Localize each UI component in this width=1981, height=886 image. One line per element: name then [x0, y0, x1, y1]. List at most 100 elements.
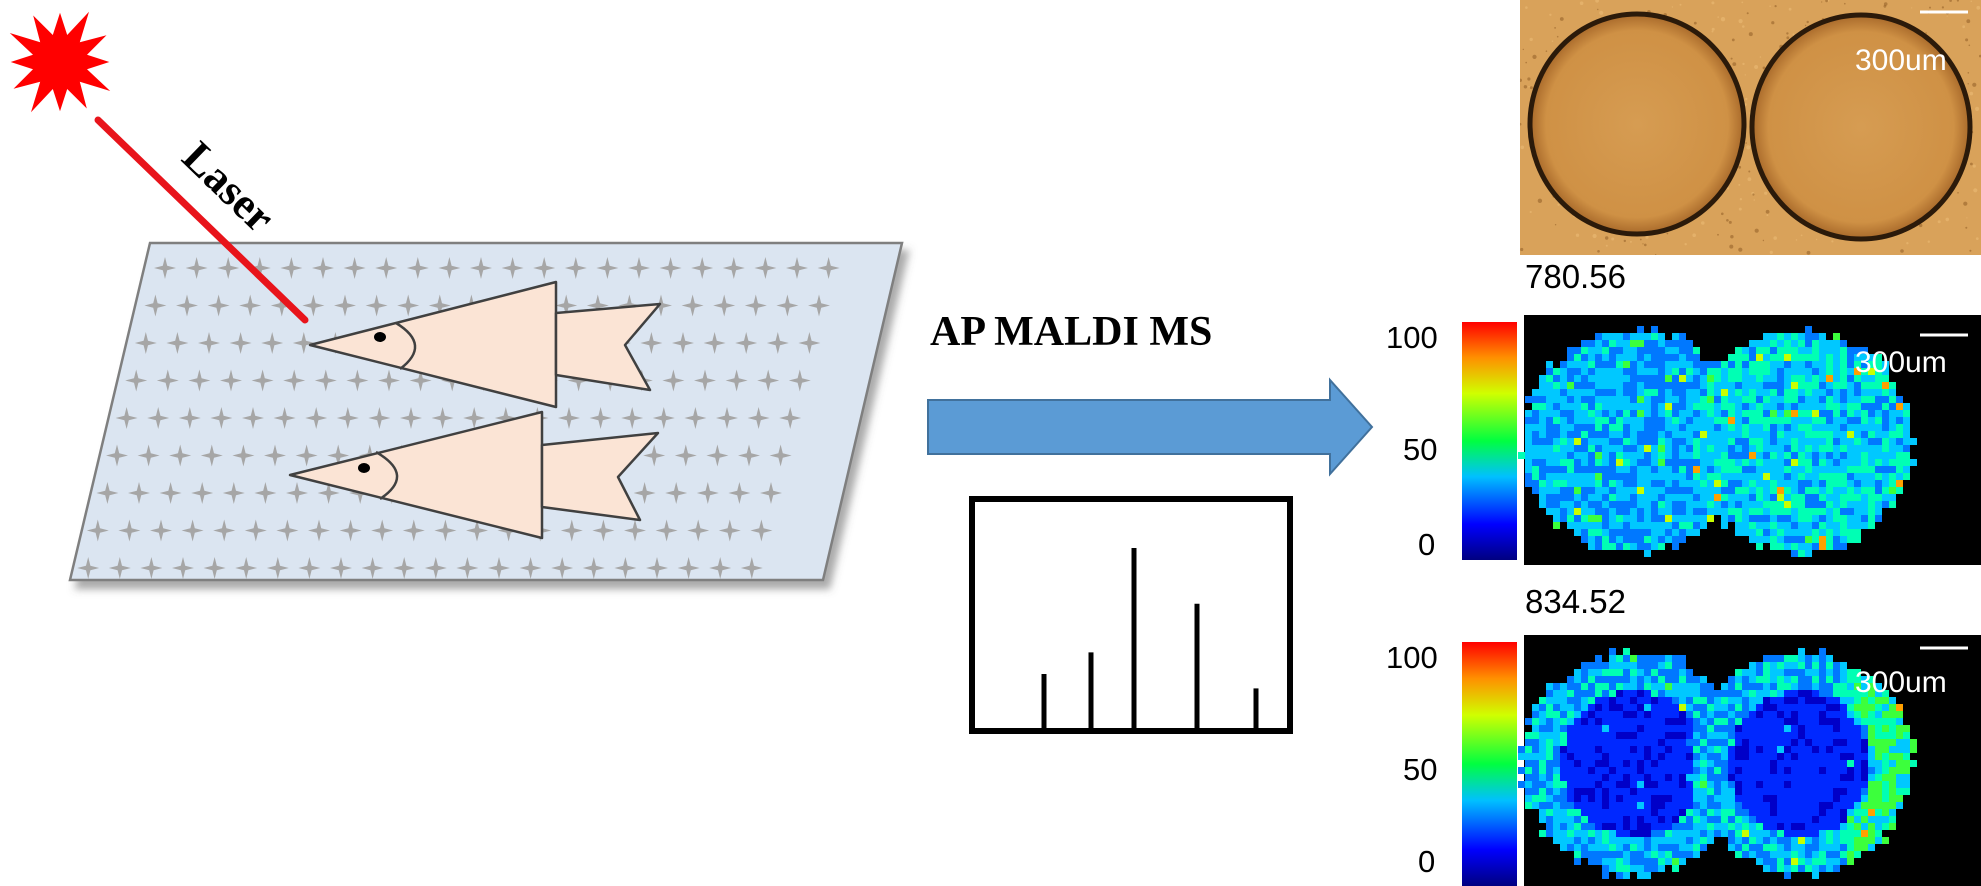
matrix-spot — [431, 407, 454, 429]
colorbar-2-tick-0: 0 — [1418, 844, 1435, 879]
matrix-spot — [178, 407, 201, 429]
matrix-spot — [684, 407, 707, 429]
matrix-spot — [172, 557, 194, 579]
matrix-spot — [298, 557, 321, 579]
matrix-spot — [589, 407, 612, 429]
matrix-spot — [558, 407, 580, 429]
matrix-spot — [336, 407, 359, 429]
tissue-section-left — [1527, 11, 1747, 237]
fish-eye-1 — [374, 332, 386, 342]
matrix-spot — [652, 407, 675, 429]
matrix-spot — [703, 332, 726, 354]
optical-image: 300um — [1520, 0, 1981, 255]
matrix-spot — [222, 482, 245, 504]
matrix-spot — [166, 332, 189, 354]
matrix-spot — [722, 257, 745, 279]
colorbar-1-tick-100: 100 — [1386, 320, 1438, 355]
matrix-spot — [270, 294, 293, 317]
matrix-spot — [312, 257, 334, 279]
matrix-spot — [128, 482, 150, 504]
matrix-spot — [248, 257, 271, 279]
matrix-spot — [555, 294, 578, 317]
colorbar-2-tick-100: 100 — [1386, 640, 1438, 675]
matrix-spot — [456, 557, 479, 579]
matrix-spot — [488, 557, 510, 579]
matrix-spot — [375, 257, 398, 279]
matrix-spot — [681, 294, 704, 317]
matrix-spot — [115, 407, 138, 429]
matrix-spot — [564, 257, 587, 279]
matrix-spot — [696, 482, 719, 504]
matrix-spot — [378, 369, 400, 392]
matrix-spot — [134, 332, 157, 354]
mass-spectrum-plot — [969, 496, 1293, 734]
matrix-spot — [817, 257, 840, 279]
matrix-spot — [368, 407, 391, 429]
matrix-spot — [438, 257, 461, 279]
matrix-spot — [687, 519, 710, 542]
matrix-spot — [434, 519, 457, 542]
fish-section-1 — [308, 280, 662, 409]
matrix-spot — [176, 294, 198, 317]
matrix-spot — [200, 444, 223, 467]
spectrum-frame — [969, 496, 1293, 734]
matrix-spot — [646, 557, 668, 579]
matrix-spot — [273, 407, 296, 429]
matrix-spot — [339, 519, 362, 542]
matrix-spot — [346, 369, 369, 392]
matrix-spot — [428, 294, 451, 317]
matrix-spot — [106, 444, 128, 467]
colorbar-1-tick-0: 0 — [1418, 527, 1435, 562]
colorbar-2 — [1462, 642, 1517, 886]
matrix-spot — [709, 557, 732, 579]
matrix-spot — [747, 407, 770, 429]
matrix-spot — [659, 257, 682, 279]
matrix-spot — [77, 557, 100, 579]
fish-eye-2 — [358, 463, 370, 473]
matrix-spot — [769, 444, 792, 467]
ms-image-panel-1: 100 50 0 300um — [1386, 315, 1981, 565]
matrix-spot — [232, 444, 255, 467]
matrix-spot — [295, 444, 318, 467]
matrix-spot — [640, 332, 663, 354]
matrix-spot — [662, 369, 685, 392]
matrix-spot — [470, 257, 492, 279]
matrix-spot — [108, 557, 131, 579]
mz-label-1: 780.56 — [1525, 258, 1626, 295]
matrix-spot — [706, 444, 729, 467]
matrix-spot — [317, 482, 340, 504]
matrix-spot — [280, 257, 303, 279]
matrix-spot — [147, 407, 170, 429]
matrix-spot — [302, 294, 325, 317]
sample-plate — [68, 241, 904, 582]
matrix-spot — [207, 294, 230, 317]
tissue-section-right — [1749, 12, 1973, 242]
ms-scale-label-2: 300um — [1855, 666, 1947, 699]
matrix-spot — [181, 519, 204, 542]
matrix-spot — [191, 482, 214, 504]
matrix-spot — [614, 557, 637, 579]
matrix-spot — [239, 294, 262, 317]
matrix-spot — [586, 294, 609, 317]
matrix-spot — [292, 332, 315, 354]
matrix-spot — [716, 407, 738, 429]
matrix-spot — [203, 557, 226, 579]
matrix-spot — [251, 369, 274, 392]
matrix-spot — [365, 294, 388, 317]
matrix-spot — [334, 294, 356, 317]
matrix-spot — [86, 519, 109, 542]
matrix-spot — [677, 557, 700, 579]
matrix-spot — [150, 519, 172, 542]
matrix-spot — [393, 557, 416, 579]
matrix-spot — [188, 369, 211, 392]
matrix-spot — [738, 444, 760, 467]
matrix-spot — [560, 519, 583, 542]
matrix-spot — [397, 294, 420, 317]
matrix-spot — [409, 369, 432, 392]
matrix-spot — [691, 257, 714, 279]
matrix-spot — [760, 482, 782, 504]
matrix-spot — [551, 557, 574, 579]
matrix-spot — [156, 369, 179, 392]
matrix-spot — [276, 519, 299, 542]
matrix-spot — [501, 257, 524, 279]
